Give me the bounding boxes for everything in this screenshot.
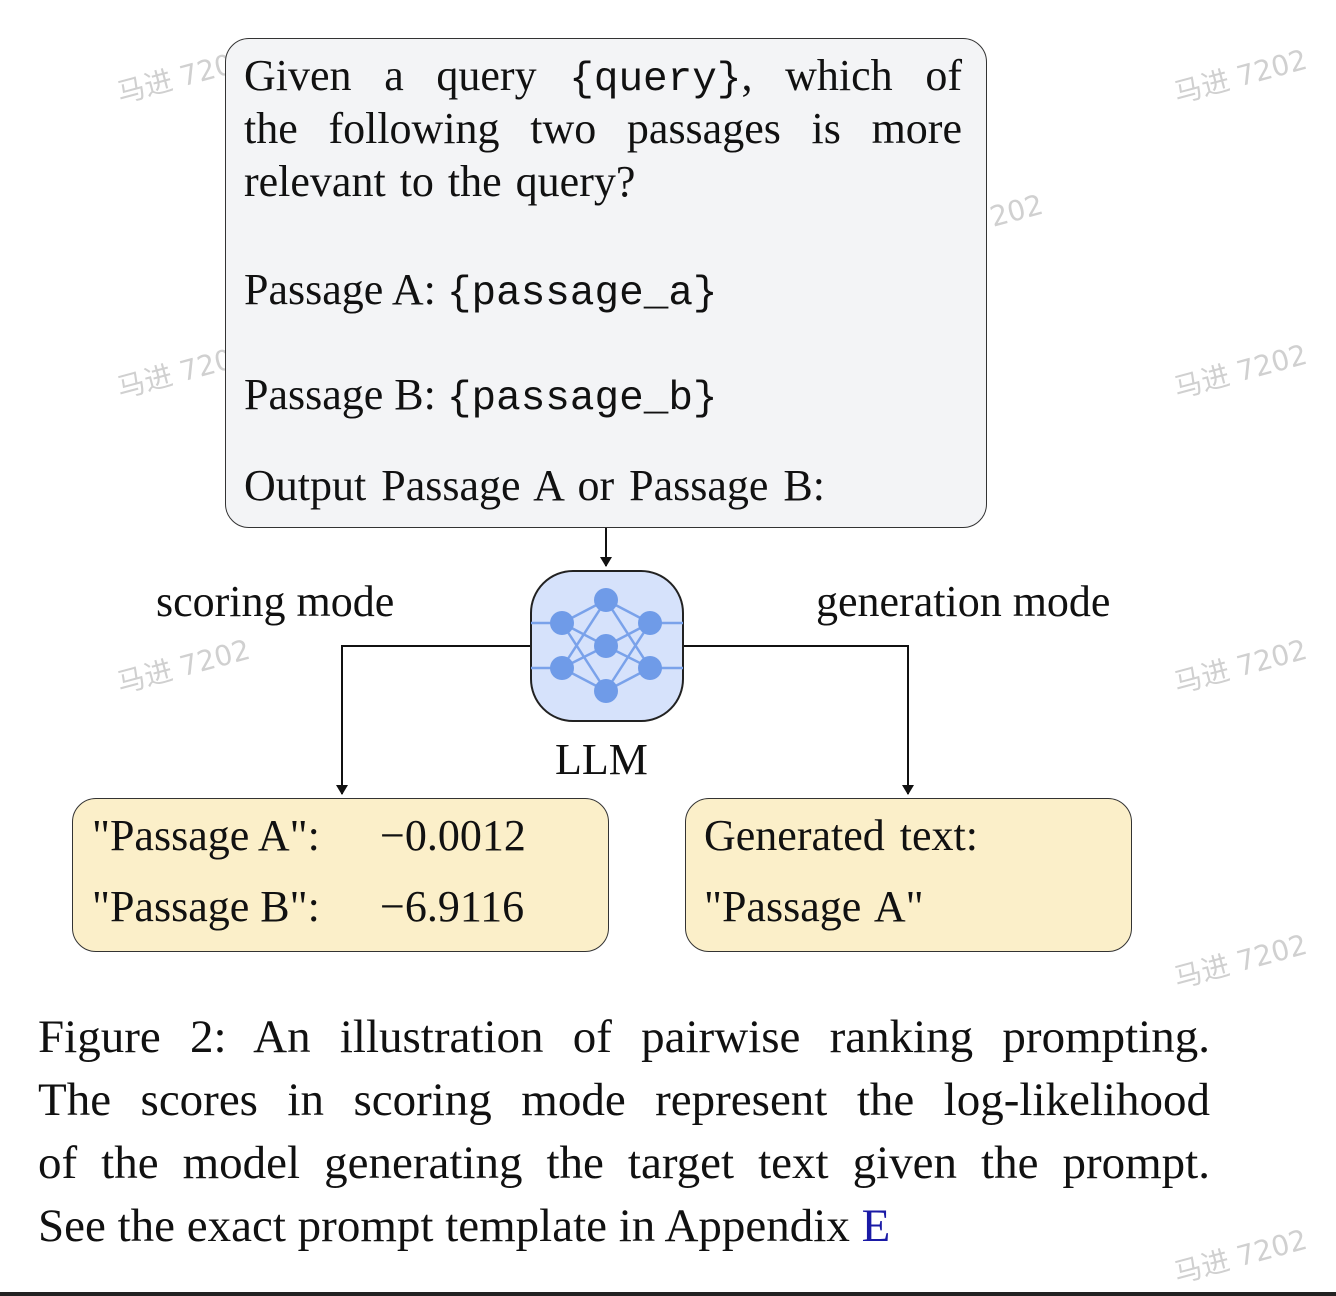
appendix-link[interactable]: E <box>861 1200 891 1252</box>
bottom-rule <box>0 1292 1336 1296</box>
prompt-line-1: Given a query {query}, which of <box>244 50 962 106</box>
caption-line: of the model generating the target text … <box>38 1137 1210 1189</box>
caption-line: The scores in scoring mode represent the… <box>38 1074 1210 1126</box>
output-instruction: Output Passage A or Passage B: <box>244 461 825 510</box>
generated-text-heading: Generated text: <box>704 811 978 860</box>
passage-a-label: Passage A: <box>244 265 447 314</box>
prompt-line-2: the following two passages is more <box>244 104 962 153</box>
passage-b-line: Passage B: {passage_b} <box>244 369 718 425</box>
caption-line: Figure 2: An illustration of pairwise ra… <box>38 1011 1210 1063</box>
passage-a-placeholder: {passage_a} <box>446 271 718 317</box>
generated-text-output: "Passage A" <box>704 882 924 931</box>
neural-network-icon <box>530 570 684 722</box>
scoring-output-box <box>72 798 609 952</box>
score-a-value: −0.0012 <box>380 811 526 860</box>
prompt-text: , which of <box>741 51 962 100</box>
passage-b-placeholder: {passage_b} <box>446 376 718 422</box>
passage-b-label: Passage B: <box>244 370 447 419</box>
generation-arrow <box>682 645 914 795</box>
generation-mode-label: generation mode <box>816 577 1111 626</box>
prompt-box <box>225 38 987 528</box>
caption-text: See the exact prompt template in Appendi… <box>38 1200 862 1252</box>
generation-output-box <box>685 798 1132 952</box>
score-a-label: "Passage A": <box>92 811 320 860</box>
query-placeholder: {query} <box>569 57 742 103</box>
scoring-mode-label: scoring mode <box>156 577 395 626</box>
figure-caption: Figure 2: An illustration of pairwise ra… <box>38 1006 1218 1258</box>
prompt-line-3: relevant to the query? <box>244 157 636 206</box>
score-b-value: −6.9116 <box>380 882 525 931</box>
caption-line: See the exact prompt template in Appendi… <box>38 1195 1218 1258</box>
prompt-text: Given a query <box>244 51 570 100</box>
score-b-label: "Passage B": <box>92 882 320 931</box>
scoring-arrow <box>336 645 531 795</box>
llm-label: LLM <box>555 735 648 784</box>
passage-a-line: Passage A: {passage_a} <box>244 264 718 320</box>
